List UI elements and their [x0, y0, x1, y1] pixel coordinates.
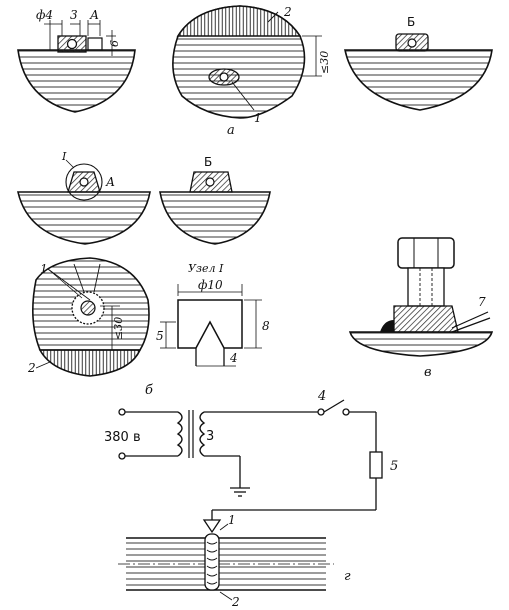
label-2-top: 2 [283, 5, 292, 19]
panel-letter-v: в [424, 365, 432, 380]
label-2-circuit: 2 [231, 595, 240, 609]
dim-phi10: ф10 [198, 278, 223, 292]
label-7: 7 [478, 295, 486, 309]
node-detail [160, 284, 262, 367]
panel-a: ф4 3 А 6 2 1 ≤30 а Б [17, 5, 493, 138]
dim-le30-top: ≤30 [318, 51, 331, 74]
view-B-middle: Б [204, 155, 212, 169]
label-3: 3 [206, 429, 214, 444]
circuit-wiring [118, 399, 383, 534]
panel-b: I А Б 1 2 ≤30 [16, 150, 271, 398]
bolt-clamp [348, 237, 494, 357]
panel-letter-a: а [227, 123, 235, 138]
panel-g: 380 в 3 4 5 1 2 г [104, 389, 398, 609]
part-a-left-bowl [17, 20, 136, 113]
dim-5: 5 [156, 329, 164, 343]
part-b-middle-bowl [159, 171, 271, 245]
voltage-label: 380 в [104, 430, 141, 445]
view-A-marker: А [105, 175, 115, 189]
label-4: 4 [317, 389, 326, 404]
label-1-circuit: 1 [228, 513, 236, 527]
dim-3: 3 [70, 8, 78, 22]
panel-letter-g: г [344, 569, 351, 584]
dim-A: А [89, 8, 99, 22]
dim-4: 4 [229, 351, 238, 365]
panel-letter-b: б [145, 383, 153, 398]
view-B-top: Б [407, 15, 415, 29]
dim-phi4: ф4 [36, 8, 53, 22]
part-a-middle-section [172, 5, 322, 119]
node-title: Узел I [188, 262, 224, 275]
dim-le30-round: ≤30 [112, 317, 125, 340]
label-1-round: 1 [40, 262, 48, 276]
label-1-top: 1 [254, 111, 262, 125]
label-2-round: 2 [27, 361, 36, 375]
dim-6: 6 [108, 40, 121, 47]
part-b-round-section [32, 257, 150, 377]
welded-plates [118, 523, 334, 601]
label-5: 5 [390, 459, 398, 474]
part-a-right-bowl [344, 33, 493, 111]
view-I-marker: I [61, 150, 67, 163]
panel-v: 7 в [348, 237, 494, 380]
part-b-left-bowl [16, 159, 151, 245]
dim-8: 8 [262, 319, 270, 333]
